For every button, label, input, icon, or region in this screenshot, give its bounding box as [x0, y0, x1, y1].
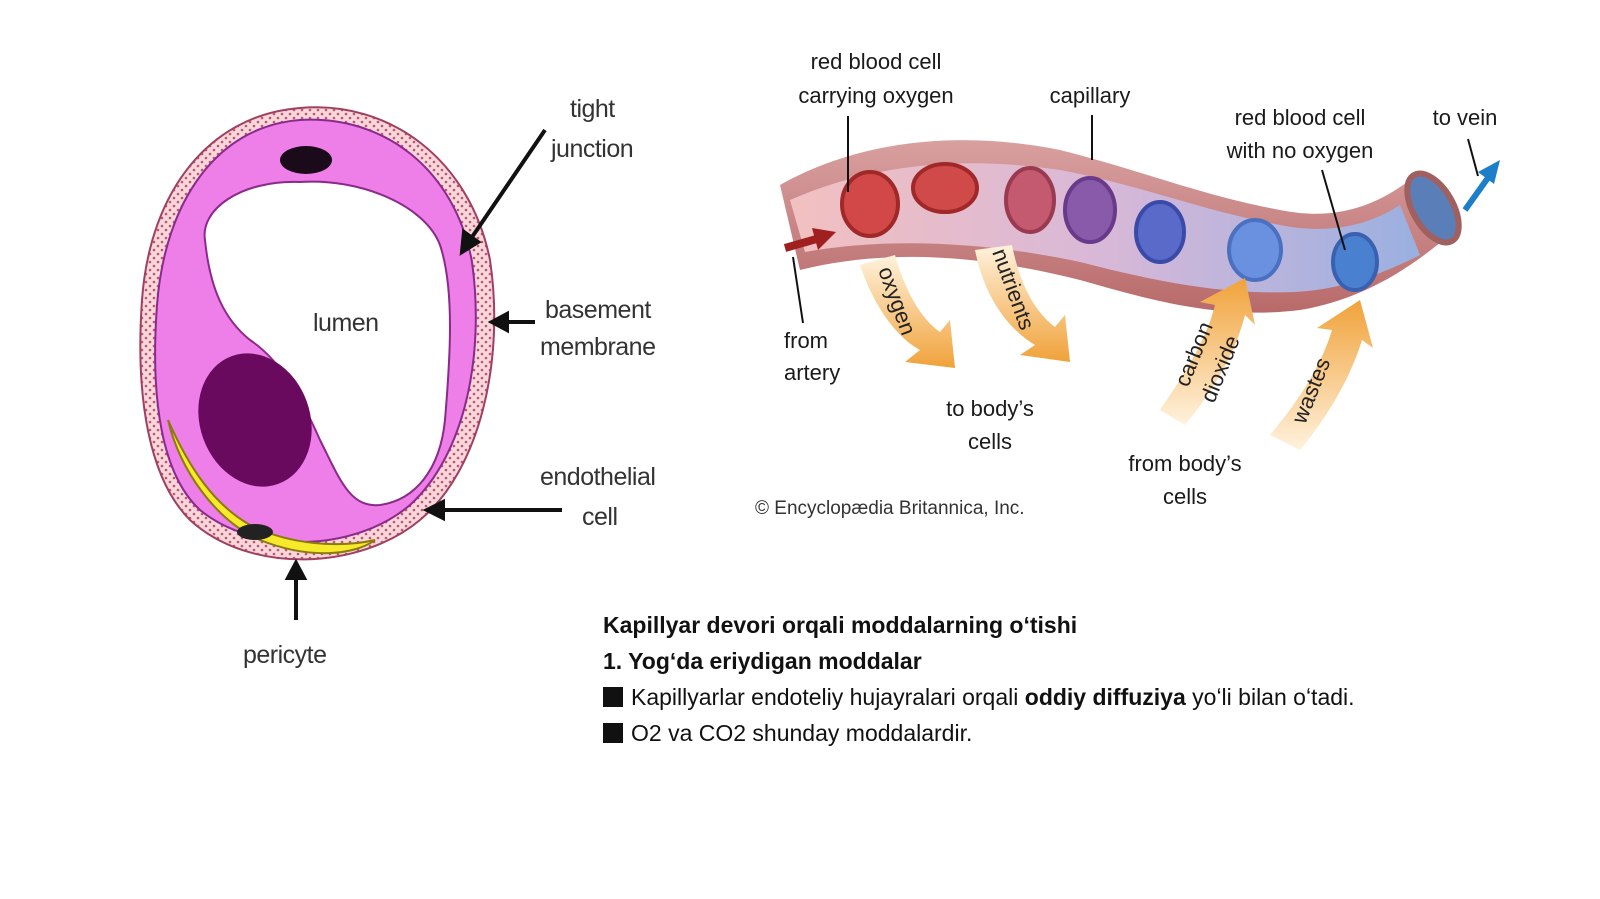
carbon-dioxide-arrow	[1160, 278, 1255, 425]
vein-opening	[1404, 170, 1462, 246]
label-lumen: lumen	[313, 309, 379, 337]
bullet-2-text: O2 va CO2 shunday moddalardir.	[631, 720, 973, 746]
rbc-deoxygenated-2	[1331, 232, 1379, 292]
label-rbc-no-oxygen-1: red blood cell	[1234, 105, 1366, 130]
label-basement: basement	[545, 296, 651, 324]
pericyte-nucleus	[237, 524, 273, 540]
label-to-cells-2: cells	[967, 429, 1012, 454]
bullet-1-text-post: yoʻli bilan oʻtadi.	[1185, 684, 1355, 710]
rbc-oxygenated-1	[840, 170, 900, 238]
artery-arrow	[783, 228, 836, 252]
bullet-square-icon	[603, 723, 623, 743]
bullet-1-text-bold: oddiy diffuziya	[1024, 684, 1186, 710]
label-junction: junction	[551, 135, 634, 163]
nutrients-arrow	[975, 245, 1070, 362]
rbc-oxygenated-3	[1004, 166, 1056, 234]
slide-subheading: 1. Yogʻda eriydigan moddalar	[603, 648, 922, 674]
leader-lines	[792, 115, 1479, 324]
bullet-square-icon	[603, 687, 623, 707]
lumen-space	[203, 180, 451, 507]
rbc-mixed-2	[1134, 200, 1186, 264]
label-arrows	[284, 128, 562, 620]
vein-arrow	[1462, 160, 1500, 212]
bullet-1-text-pre: Kapillyarlar endoteliy hujayralari orqal…	[631, 684, 1025, 710]
text-block: Kapillyar devori orqali moddalarning oʻt…	[603, 607, 1363, 751]
rbc-oxygenated-2	[911, 162, 979, 214]
label-membrane: membrane	[540, 333, 656, 361]
rbc-mixed-1	[1063, 176, 1117, 244]
slide-heading: Kapillyar devori orqali moddalarning oʻt…	[603, 612, 1078, 638]
copyright-notice: © Encyclopædia Britannica, Inc.	[755, 498, 1025, 519]
label-pericyte: pericyte	[243, 641, 327, 669]
label-from: from	[784, 328, 828, 353]
label-from-cells-2: cells	[1162, 484, 1207, 509]
oxygen-arrow	[860, 255, 955, 368]
label-rbc-oxygen-1: red blood cell	[810, 49, 942, 74]
capillary-cross-section-diagram	[139, 106, 562, 620]
rbc-deoxygenated-1	[1227, 218, 1283, 282]
label-rbc-oxygen-2: carrying oxygen	[798, 83, 954, 108]
endothelial-nucleus-small	[280, 146, 332, 174]
label-rbc-no-oxygen-2: with no oxygen	[1226, 138, 1374, 163]
label-artery: artery	[784, 360, 841, 385]
capillary-exchange-diagram: oxygen nutrients carbon dioxide wastes	[780, 115, 1500, 450]
label-tight: tight	[570, 95, 615, 123]
bullet-point-2: O2 va CO2 shunday moddalardir.	[603, 715, 1363, 751]
label-from-cells-1: from body’s	[1128, 451, 1242, 476]
label-to-vein: to vein	[1432, 105, 1498, 130]
label-cell: cell	[582, 503, 618, 531]
label-capillary: capillary	[1049, 83, 1131, 108]
wastes-arrow	[1270, 300, 1373, 450]
red-blood-cells	[840, 162, 1379, 292]
nucleus	[198, 353, 312, 487]
pericyte-cell	[167, 419, 376, 555]
label-to-cells-1: to body’s	[946, 396, 1034, 421]
label-endothelial: endothelial	[540, 463, 656, 491]
bullet-point-1: Kapillyarlar endoteliy hujayralari orqal…	[603, 679, 1363, 715]
